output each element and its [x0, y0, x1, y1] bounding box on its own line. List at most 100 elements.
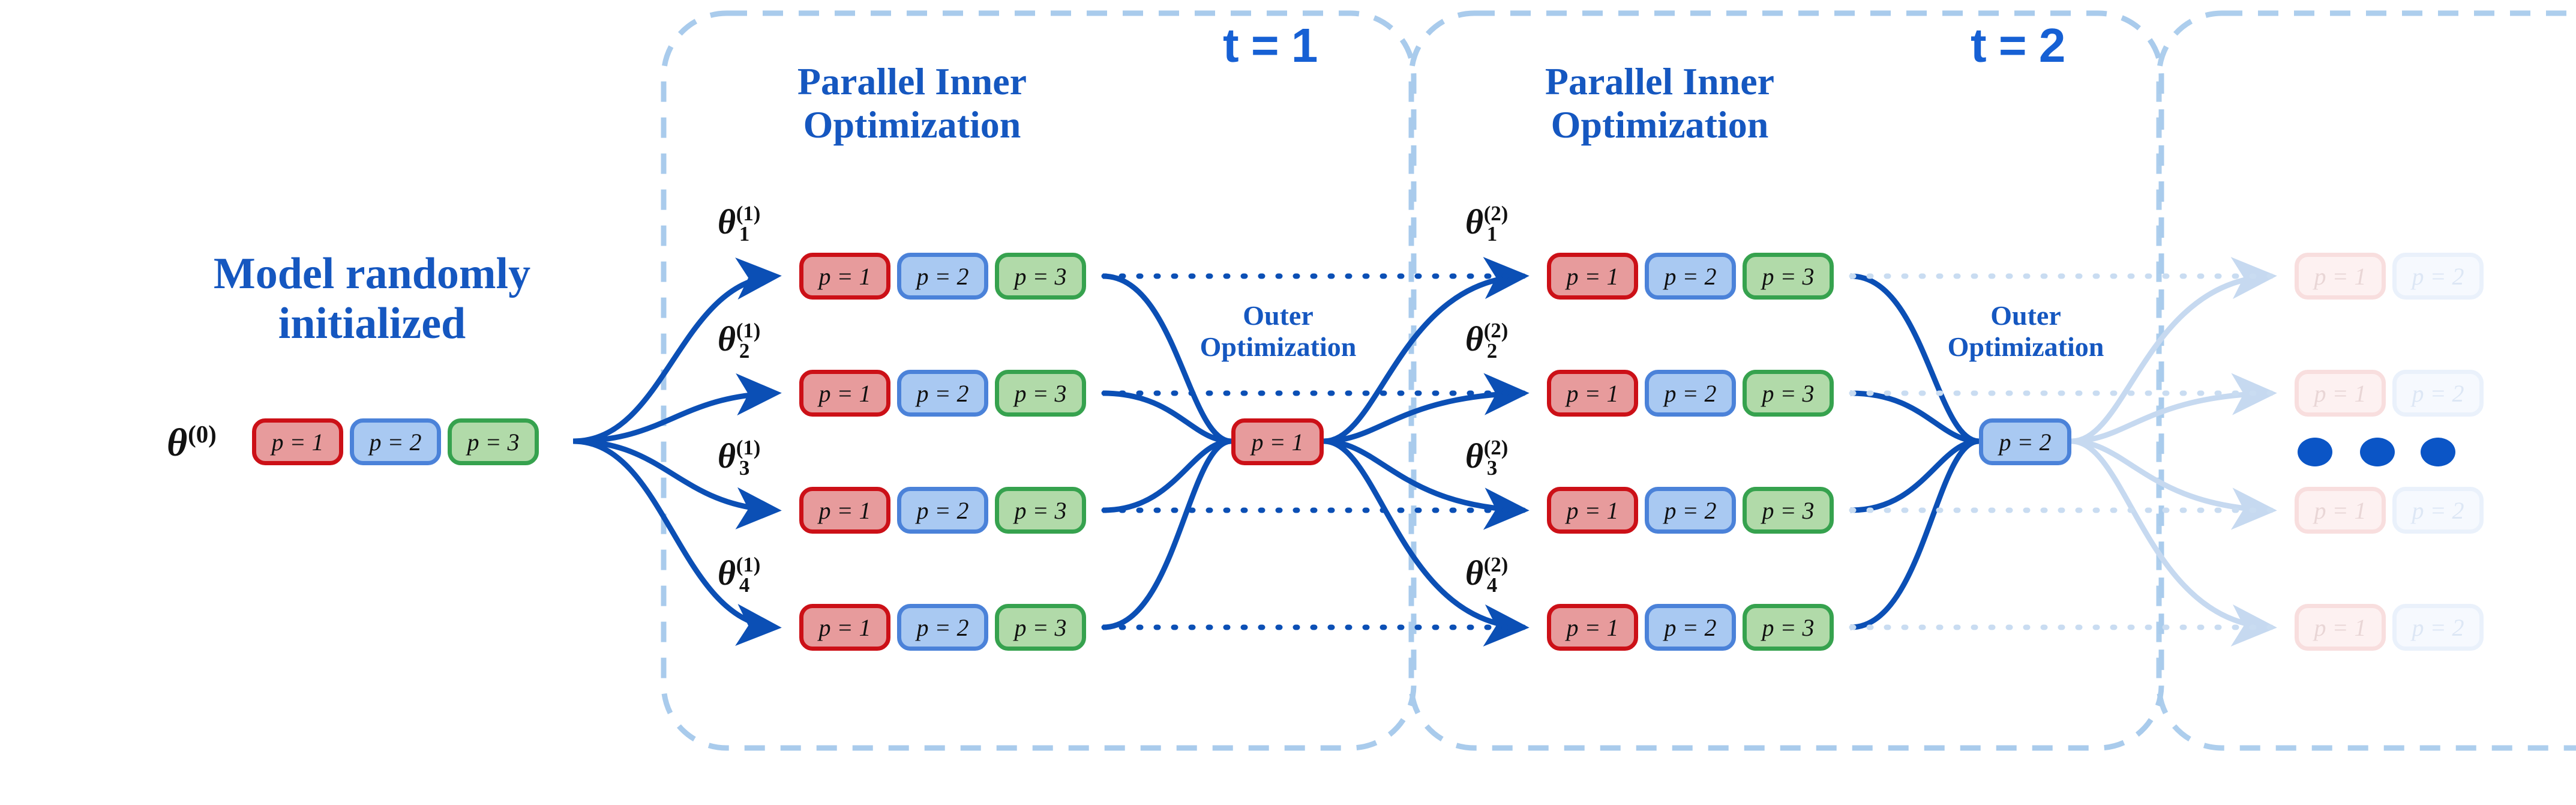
t1-outer-result-block[interactable]: p = 1	[1231, 418, 1324, 465]
theta-superscript: (1)	[736, 436, 761, 460]
theta-subscript: 2	[1486, 339, 1498, 363]
theta-subscript: 3	[1486, 456, 1498, 480]
ellipsis-dot-2	[2360, 438, 2395, 466]
theta-superscript: (1)	[736, 319, 761, 343]
t1-w1-block-p3[interactable]: p = 3	[995, 253, 1086, 300]
ghost-w2-block-p1: p = 1	[2295, 370, 2386, 417]
t1-w4-block-p1[interactable]: p = 1	[799, 604, 890, 651]
theta-t2-w3-label: θ(2)3	[1465, 436, 1518, 479]
outer-heading-t2-line2: Optimization	[1947, 331, 2104, 362]
ghost-w4-block-p1: p = 1	[2295, 604, 2386, 651]
t2-w3-block-p3[interactable]: p = 3	[1743, 487, 1834, 534]
t1-w2-block-p3[interactable]: p = 3	[995, 370, 1086, 417]
ellipsis-dot-1	[2298, 438, 2332, 466]
t2-w1-block-p3[interactable]: p = 3	[1743, 253, 1834, 300]
step-label-t2: t = 2	[1971, 19, 2065, 72]
t1-w2-block-p1[interactable]: p = 1	[799, 370, 890, 417]
t1-w1-block-p1[interactable]: p = 1	[799, 253, 890, 300]
t1-w3-block-p3[interactable]: p = 3	[995, 487, 1086, 534]
theta-t2-w1-label: θ(2)1	[1465, 202, 1518, 245]
t2-w1-block-p1[interactable]: p = 1	[1547, 253, 1638, 300]
theta-symbol: θ	[718, 436, 736, 475]
fanout-t2-to-next-ghost	[2071, 257, 2277, 647]
t1-w1-block-p2[interactable]: p = 2	[897, 253, 988, 300]
theta-subscript: 4	[1486, 573, 1498, 597]
theta-symbol: θ	[718, 553, 736, 592]
theta-t1-w1-label: θ(1)1	[718, 202, 770, 245]
carry-dotted-lines-fade	[1849, 273, 2275, 630]
t2-w2-block-p2[interactable]: p = 2	[1645, 370, 1736, 417]
left-title-line1: Model randomly	[213, 249, 531, 298]
theta-superscript: (2)	[1483, 202, 1509, 226]
t2-w4-block-p2[interactable]: p = 2	[1645, 604, 1736, 651]
theta-t2-w4-label: θ(2)4	[1465, 553, 1518, 596]
theta-t1-w4-label: θ(1)4	[718, 553, 770, 596]
outer-heading-t2-line1: Outer	[1990, 300, 2061, 331]
theta-superscript: (1)	[736, 553, 761, 577]
ghost-w3-block-p1: p = 1	[2295, 487, 2386, 534]
t2-w3-block-p1[interactable]: p = 1	[1547, 487, 1638, 534]
inner-heading-t2: Parallel Inner Optimization	[1486, 60, 1834, 146]
inner-heading-t2-line1: Parallel Inner	[1545, 60, 1775, 103]
theta-superscript: (1)	[736, 202, 761, 226]
outer-heading-t2: Outer Optimization	[1906, 300, 2146, 362]
step-label-t1: t = 1	[1223, 19, 1318, 72]
fanout-t1-to-t2	[1323, 257, 1530, 647]
converge-t2	[1850, 273, 1980, 630]
theta-initial-label: θ(0)	[167, 420, 217, 466]
inner-heading-t1-line2: Optimization	[803, 103, 1021, 146]
theta-subscript: 3	[739, 456, 750, 480]
theta-subscript: 2	[739, 339, 750, 363]
theta-superscript: (2)	[1483, 553, 1509, 577]
ghost-w1-block-p1: p = 1	[2295, 253, 2386, 300]
t2-w4-block-p3[interactable]: p = 3	[1743, 604, 1834, 651]
init-block-p2[interactable]: p = 2	[350, 418, 441, 465]
inner-heading-t1-line1: Parallel Inner	[797, 60, 1027, 103]
outer-heading-t1-line2: Optimization	[1199, 331, 1357, 362]
left-title: Model randomly initialized	[180, 249, 564, 349]
theta-t1-w2-label: θ(1)2	[718, 319, 770, 362]
init-block-p3[interactable]: p = 3	[448, 418, 539, 465]
ghost-w4-block-p2: p = 2	[2392, 604, 2484, 651]
theta-symbol: θ	[167, 421, 188, 465]
outer-heading-t1-line1: Outer	[1243, 300, 1314, 331]
t1-w4-block-p2[interactable]: p = 2	[897, 604, 988, 651]
outer-heading-t1: Outer Optimization	[1158, 300, 1398, 362]
converge-t1	[1102, 273, 1232, 630]
theta-t1-w3-label: θ(1)3	[718, 436, 770, 479]
t2-w2-block-p3[interactable]: p = 3	[1743, 370, 1834, 417]
left-title-line2: initialized	[278, 298, 466, 348]
t1-w3-block-p2[interactable]: p = 2	[897, 487, 988, 534]
t1-w2-block-p2[interactable]: p = 2	[897, 370, 988, 417]
theta-superscript: (2)	[1483, 319, 1509, 343]
inner-heading-t1: Parallel Inner Optimization	[738, 60, 1086, 146]
ghost-w3-block-p2: p = 2	[2392, 487, 2484, 534]
fanout-init	[572, 258, 782, 646]
t2-w3-block-p2[interactable]: p = 2	[1645, 487, 1736, 534]
stage-container-t3-ghost	[2156, 10, 2576, 751]
ellipsis-dot-3	[2421, 438, 2455, 466]
ghost-w1-block-p2: p = 2	[2392, 253, 2484, 300]
theta-superscript: (2)	[1483, 436, 1509, 460]
ghost-w2-block-p2: p = 2	[2392, 370, 2484, 417]
t1-w3-block-p1[interactable]: p = 1	[799, 487, 890, 534]
theta-symbol: θ	[718, 319, 736, 358]
t2-outer-result-block[interactable]: p = 2	[1979, 418, 2071, 465]
theta-subscript: 1	[739, 222, 750, 246]
theta-symbol: θ	[1465, 319, 1484, 358]
theta-subscript: 1	[1486, 222, 1498, 246]
theta-symbol: θ	[1465, 202, 1484, 241]
t2-w1-block-p2[interactable]: p = 2	[1645, 253, 1736, 300]
carry-dotted-lines	[1101, 273, 1527, 630]
theta-superscript: (0)	[188, 420, 217, 448]
t1-w4-block-p3[interactable]: p = 3	[995, 604, 1086, 651]
theta-symbol: θ	[718, 202, 736, 241]
theta-symbol: θ	[1465, 436, 1484, 475]
t2-w2-block-p1[interactable]: p = 1	[1547, 370, 1638, 417]
theta-symbol: θ	[1465, 553, 1484, 592]
inner-heading-t2-line2: Optimization	[1551, 103, 1769, 146]
t2-w4-block-p1[interactable]: p = 1	[1547, 604, 1638, 651]
init-block-p1[interactable]: p = 1	[252, 418, 343, 465]
